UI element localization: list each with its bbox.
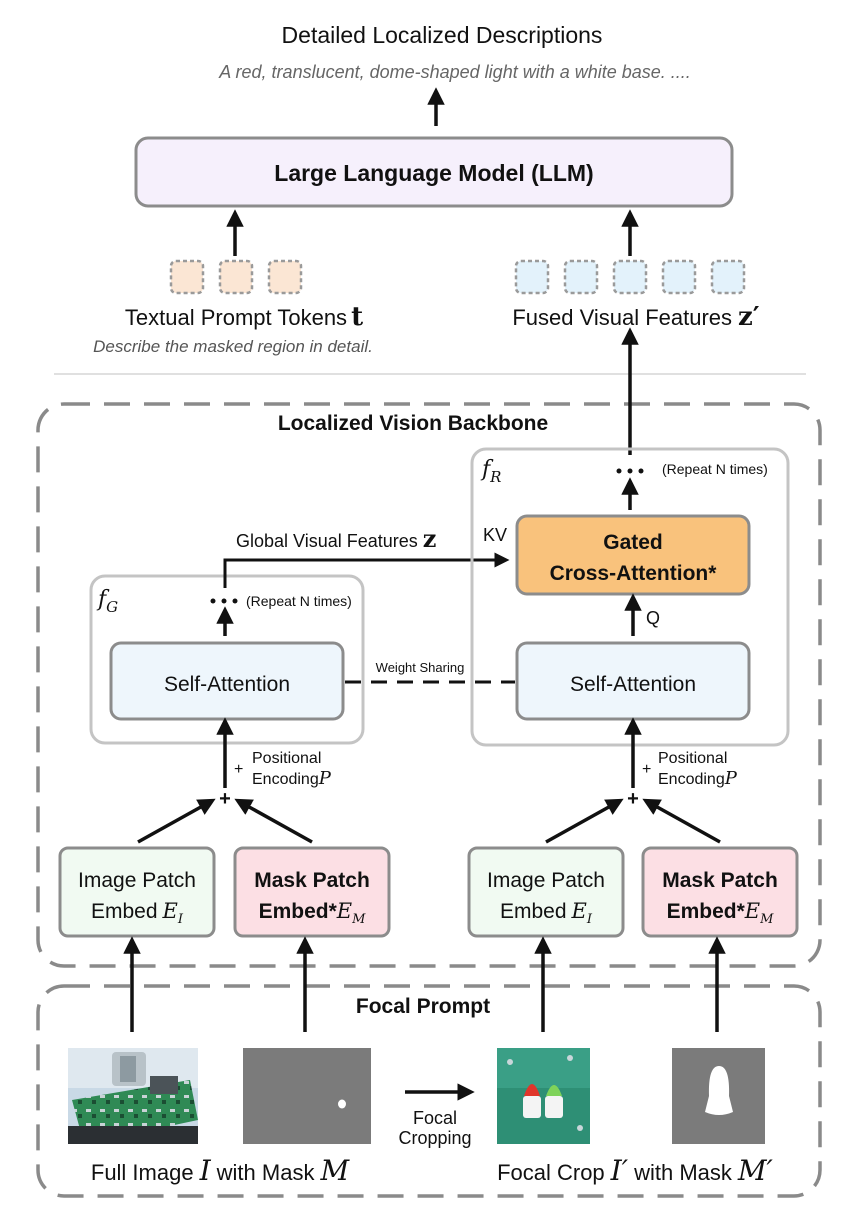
text-prompt-example: Describe the masked region in detail. bbox=[93, 337, 373, 356]
mask-embed-line1-global: Mask Patch bbox=[254, 869, 370, 892]
global-self-attention-label: Self-Attention bbox=[164, 673, 290, 696]
ellipsis-icon bbox=[210, 598, 238, 604]
positional-line2-left: EncodingP bbox=[252, 768, 332, 789]
focal-crop-thumbnail bbox=[497, 1048, 590, 1144]
q-label: Q bbox=[646, 608, 660, 628]
positional-line1-left: Positional bbox=[252, 750, 321, 767]
up-arrow-icon bbox=[642, 798, 721, 844]
kv-label: KV bbox=[483, 525, 507, 545]
image-embed-box-regional bbox=[467, 846, 625, 938]
output-example: A red, translucent, dome-shaped light wi… bbox=[218, 62, 691, 82]
mask-embed-line1-regional: Mask Patch bbox=[662, 869, 778, 892]
full-image-thumbnail bbox=[68, 1048, 198, 1144]
fused-token bbox=[514, 259, 550, 295]
up-arrow-icon bbox=[234, 798, 313, 844]
cross-attention-line1: Gated bbox=[603, 531, 663, 554]
positional-line1-right: Positional bbox=[658, 750, 727, 767]
up-arrow-icon bbox=[545, 798, 624, 844]
backbone-title: Localized Vision Backbone bbox=[278, 412, 548, 435]
fused-token-row bbox=[514, 259, 746, 295]
positional-line2-right: EncodingP bbox=[658, 768, 738, 789]
image-embed-box-global bbox=[58, 846, 216, 938]
fused-token bbox=[661, 259, 697, 295]
text-token bbox=[218, 259, 254, 295]
mask-embed-box-global bbox=[233, 846, 391, 938]
text-token-row bbox=[169, 259, 303, 295]
sum-symbol-right: + bbox=[627, 788, 639, 810]
text-token bbox=[169, 259, 205, 295]
ellipsis-icon bbox=[616, 468, 644, 474]
mask-embed-line2-regional: Embed*EM bbox=[667, 899, 775, 927]
mask-embed-line2-global: Embed*EM bbox=[259, 899, 367, 927]
image-embed-line1-global: Image Patch bbox=[78, 869, 196, 892]
image-embed-line1-regional: Image Patch bbox=[487, 869, 605, 892]
cross-attention-line2: Cross-Attention* bbox=[550, 562, 718, 585]
output-title: Detailed Localized Descriptions bbox=[282, 22, 603, 48]
global-repeat-label: (Repeat N times) bbox=[246, 593, 352, 609]
regional-branch-box bbox=[470, 447, 790, 747]
focal-cropping-line2: Cropping bbox=[398, 1128, 471, 1148]
llm-box bbox=[134, 136, 734, 208]
llm-label: Large Language Model (LLM) bbox=[274, 160, 593, 186]
global-features-connector bbox=[223, 552, 510, 588]
backbone-container bbox=[36, 402, 822, 968]
up-arrow-icon bbox=[137, 798, 216, 844]
regional-branch-name: fR bbox=[480, 457, 501, 486]
global-branch-box bbox=[89, 574, 365, 745]
weight-sharing-label: Weight Sharing bbox=[376, 660, 465, 675]
fused-token bbox=[710, 259, 746, 295]
focal-prompt-title: Focal Prompt bbox=[356, 995, 490, 1018]
regional-self-attention-label: Self-Attention bbox=[570, 673, 696, 696]
focal-cropping-line1: Focal bbox=[413, 1108, 457, 1128]
sum-symbol-left: + bbox=[219, 788, 231, 810]
text-token bbox=[267, 259, 303, 295]
fused-token bbox=[612, 259, 648, 295]
crop-mask-thumbnail bbox=[672, 1048, 765, 1144]
positional-plus-left: + bbox=[234, 761, 243, 778]
positional-plus-right: + bbox=[642, 761, 651, 778]
fused-token bbox=[563, 259, 599, 295]
global-branch-name: fG bbox=[96, 587, 118, 616]
mask-embed-box-regional bbox=[641, 846, 799, 938]
focal-prompt-container bbox=[36, 984, 822, 1198]
mask-thumbnail bbox=[243, 1048, 371, 1144]
regional-repeat-label: (Repeat N times) bbox=[662, 461, 768, 477]
